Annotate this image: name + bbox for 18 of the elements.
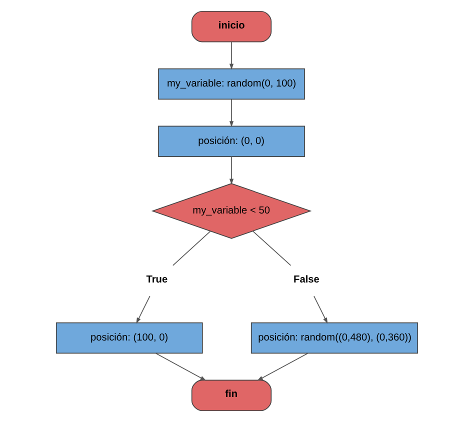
node-text: True	[146, 274, 168, 286]
node-text: False	[294, 274, 320, 286]
arrow	[156, 352, 206, 381]
arrow	[314, 296, 328, 324]
connector	[172, 230, 211, 266]
arrow	[229, 99, 234, 128]
node-box: posición: random((0,480), (0,360))	[250, 322, 418, 354]
arrow	[229, 156, 234, 185]
node-box: my_variable: random(0, 100)	[158, 68, 305, 100]
arrow	[229, 42, 234, 70]
node-box: posición: (100, 0)	[56, 322, 203, 354]
node-box: posición: (0, 0)	[158, 126, 305, 157]
connector	[252, 230, 292, 266]
node-diamond: my_variable < 50	[151, 183, 312, 239]
arrow	[136, 296, 150, 324]
node-box: fin	[191, 380, 272, 412]
arrow	[257, 352, 308, 381]
node-box: inicio	[191, 10, 272, 42]
